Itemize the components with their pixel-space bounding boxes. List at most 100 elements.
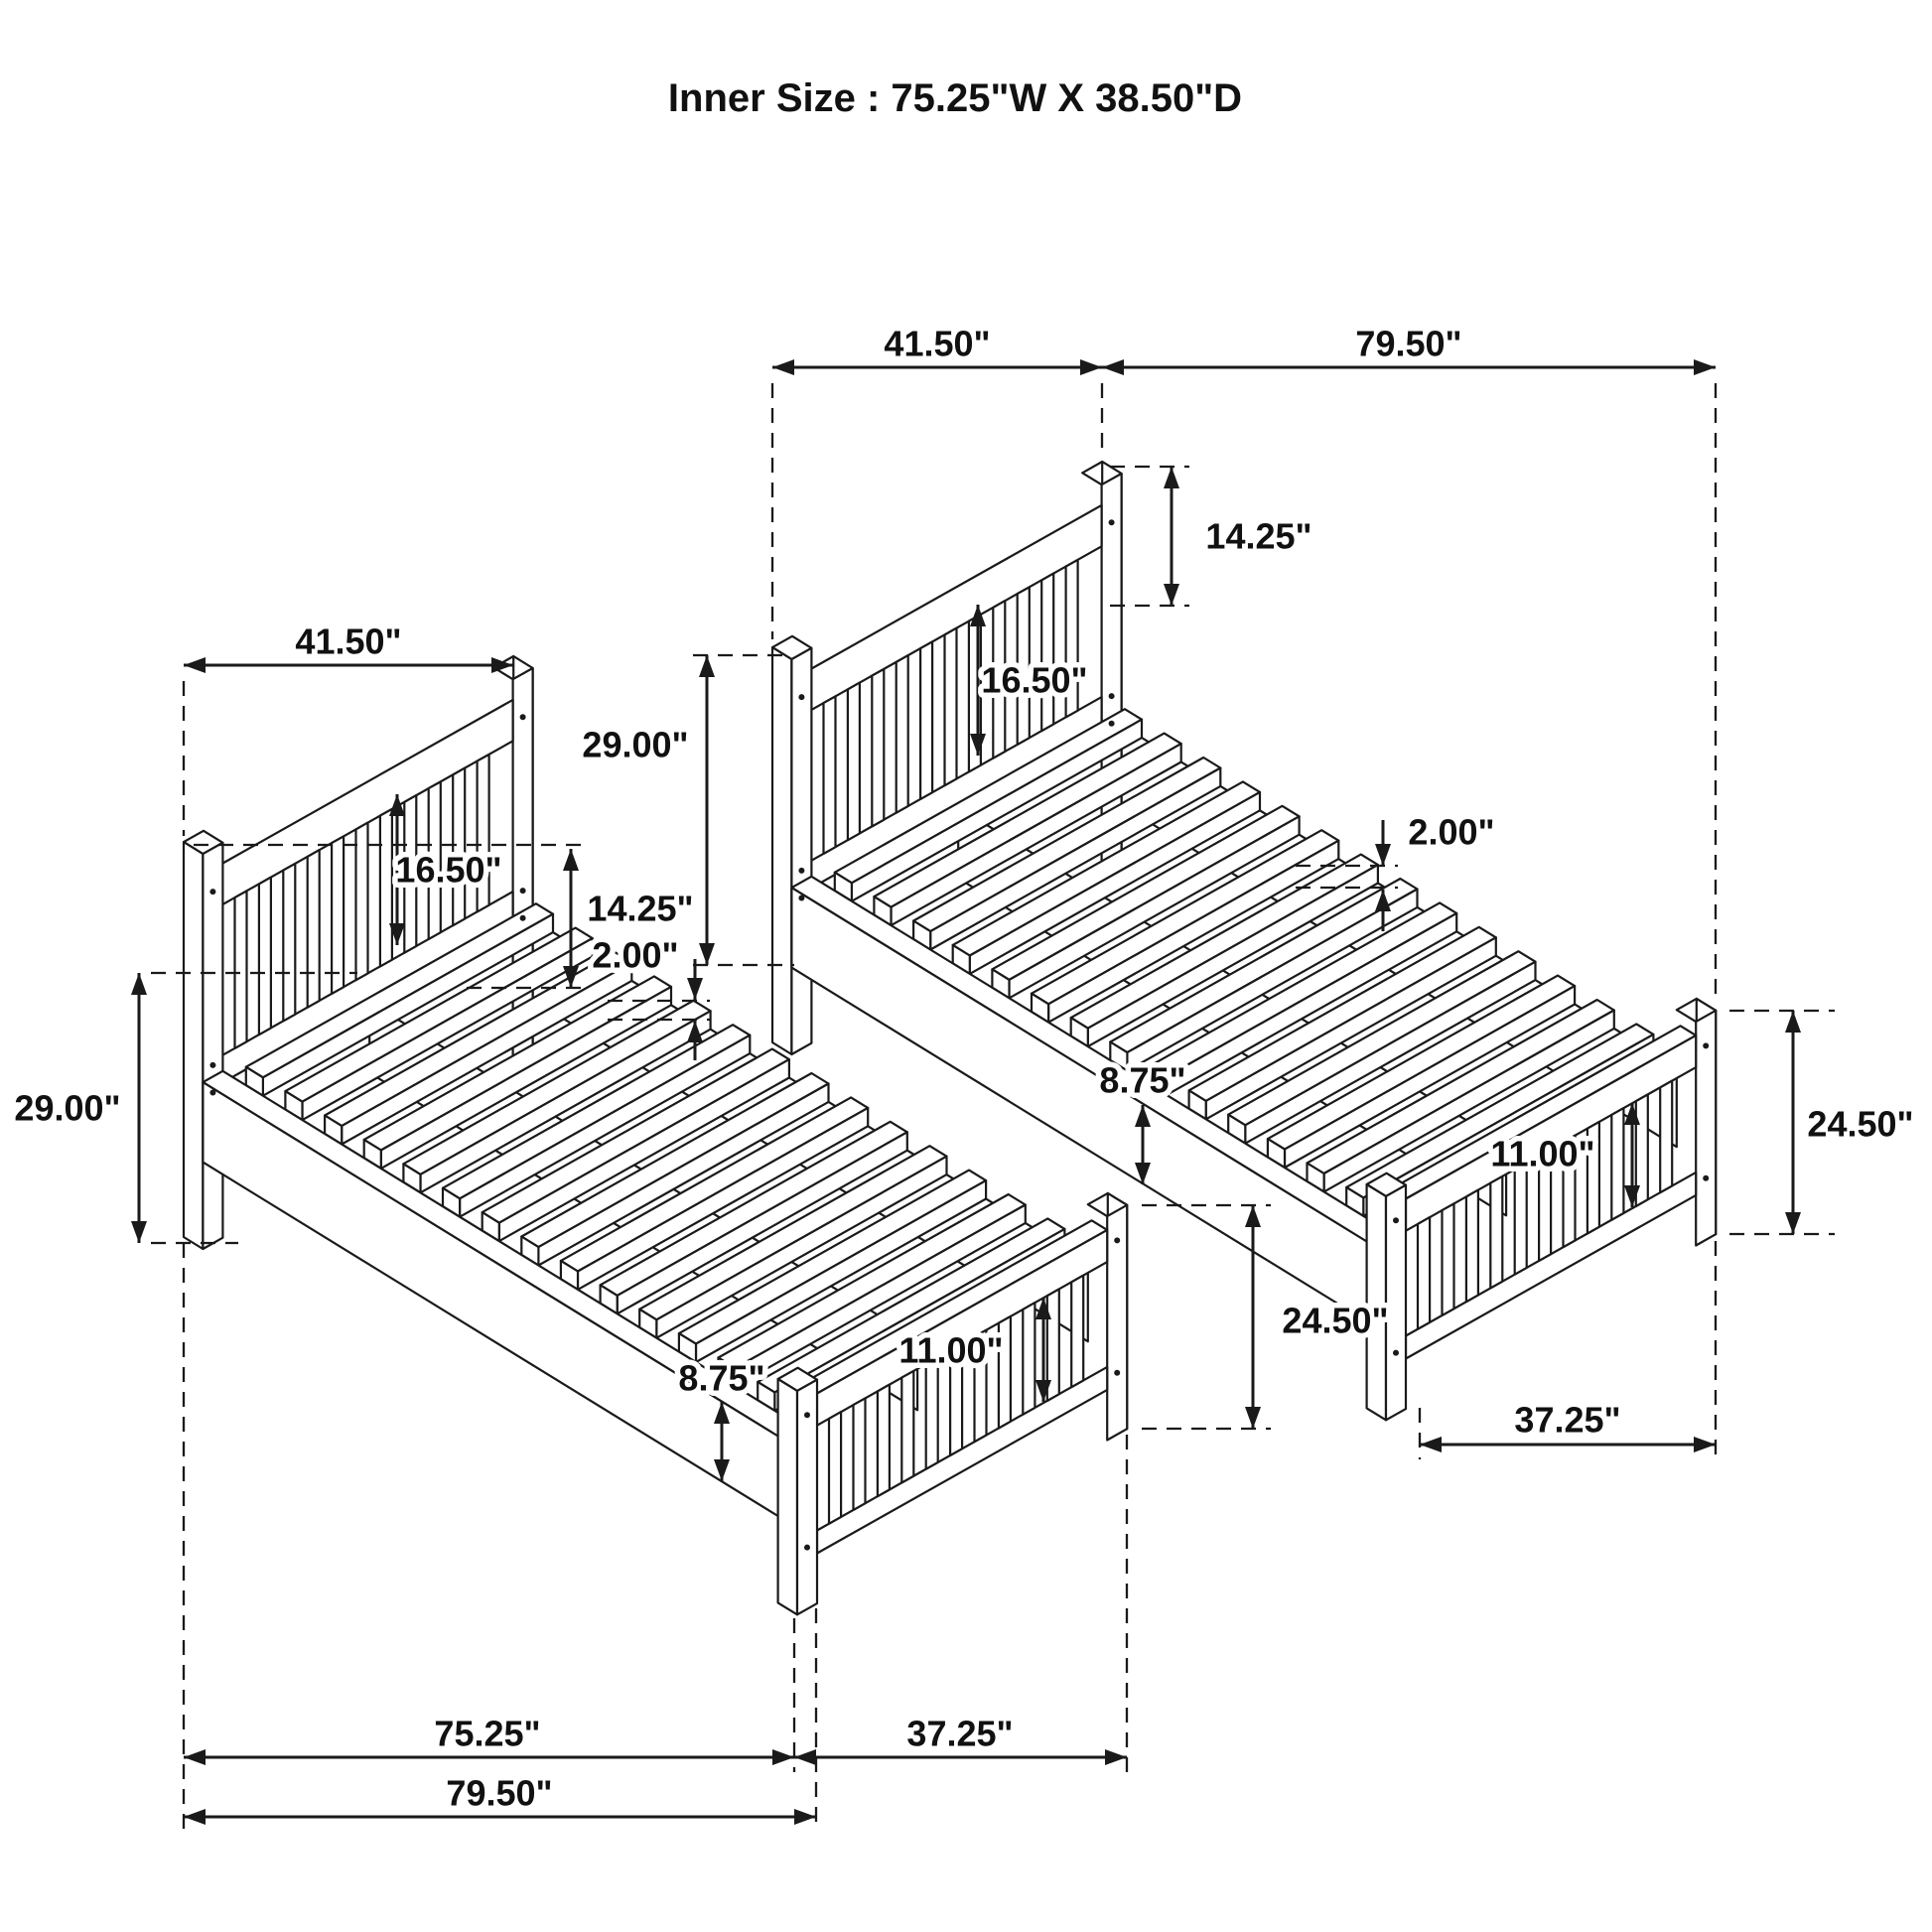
- headboard-near-post-side: [770, 646, 793, 1056]
- headboard-slat: [354, 821, 369, 982]
- headboard-slat: [1016, 586, 1031, 746]
- footboard-slat: [924, 1356, 939, 1470]
- headboard-slat: [476, 753, 490, 913]
- bolt-hole: [519, 888, 526, 895]
- arrowhead: [1105, 1749, 1127, 1765]
- arrowhead: [1102, 359, 1124, 375]
- bolt-hole: [209, 889, 216, 896]
- arrowhead: [389, 794, 405, 816]
- arrowhead: [1135, 1105, 1151, 1127]
- arrowhead: [714, 1459, 730, 1481]
- arrowhead: [1785, 1011, 1801, 1033]
- arrowhead: [1080, 359, 1102, 375]
- bolt-hole: [798, 867, 805, 874]
- footboard-slat: [997, 1314, 1012, 1430]
- arrowhead: [1135, 1163, 1151, 1184]
- footboard-slat: [1562, 1134, 1577, 1249]
- headboard-slat: [846, 681, 861, 842]
- dim-label: 11.00": [898, 1330, 1003, 1371]
- arrowhead: [184, 1809, 206, 1825]
- arrowhead: [184, 657, 206, 673]
- footboard-slat: [1022, 1302, 1036, 1416]
- headboard-slat: [1064, 558, 1079, 719]
- dim-label: 8.75": [678, 1358, 764, 1399]
- dim-label: 29.00": [14, 1088, 120, 1129]
- bolt-hole: [1108, 693, 1115, 700]
- arrowhead: [1035, 1380, 1051, 1402]
- headboard-slat: [871, 667, 886, 828]
- footboard-near-post-side: [776, 1377, 799, 1616]
- arrowhead: [687, 978, 703, 1000]
- arrowhead: [1624, 1185, 1640, 1207]
- dim-label: 8.75": [1099, 1060, 1185, 1101]
- footboard-near-post-front: [795, 1378, 819, 1616]
- arrowhead: [1375, 844, 1391, 866]
- footboard-slat: [900, 1369, 915, 1484]
- arrowhead: [131, 973, 147, 995]
- footboard-slat: [1659, 1079, 1674, 1194]
- bolt-hole: [1108, 720, 1115, 727]
- arrowhead: [1420, 1437, 1442, 1452]
- headboard-slat: [233, 890, 248, 1049]
- arrowhead: [1164, 467, 1179, 488]
- headboard-near-post-side: [182, 841, 205, 1251]
- bolt-hole: [798, 895, 805, 901]
- bolt-hole: [1108, 519, 1115, 526]
- beds: [182, 460, 1718, 1616]
- arrowhead: [1624, 1103, 1640, 1125]
- dim-label: 37.25": [906, 1714, 1013, 1754]
- headboard-slat: [282, 862, 297, 1023]
- bed-top: [770, 460, 1718, 1422]
- footboard-slat: [1489, 1174, 1504, 1290]
- arrowhead: [1694, 1437, 1716, 1452]
- dim-label: 16.50": [395, 850, 501, 891]
- dim-label: 29.00": [582, 725, 688, 765]
- footboard-near-post-front: [1384, 1183, 1408, 1422]
- footboard-far-post-front: [1695, 1009, 1718, 1247]
- dim-label: 2.00": [1408, 812, 1494, 853]
- bolt-hole: [1703, 1042, 1710, 1049]
- arrowhead: [699, 943, 715, 965]
- footboard-slat: [876, 1383, 891, 1498]
- dim-label: 24.50": [1807, 1104, 1913, 1145]
- bolt-hole: [519, 714, 526, 721]
- headboard-near-post-front: [790, 646, 813, 1056]
- footboard-slat: [1586, 1120, 1600, 1235]
- dim-label: 24.50": [1282, 1301, 1388, 1341]
- arrowhead: [563, 849, 579, 871]
- bolt-hole: [1114, 1369, 1121, 1376]
- footboard-slat: [949, 1342, 964, 1456]
- footboard-slat: [1513, 1162, 1528, 1276]
- arrowhead: [1035, 1298, 1051, 1319]
- dimensions: 41.50" 79.50" 14.25" 16.50" 29.00" 2.00" 24.50…: [9, 318, 1919, 1832]
- bolt-hole: [209, 1061, 216, 1068]
- arrowhead: [687, 1021, 703, 1042]
- headboard-slat: [1040, 572, 1055, 733]
- footboard-slat: [1538, 1148, 1553, 1262]
- dim-label: 14.25": [1205, 516, 1311, 557]
- headboard-slat: [822, 695, 837, 855]
- dim-label: 41.50": [884, 324, 990, 364]
- headboard-slat: [403, 794, 418, 954]
- arrowhead: [794, 1749, 816, 1765]
- arrowhead: [1245, 1407, 1261, 1429]
- headboard-slat: [257, 876, 272, 1036]
- arrowhead: [714, 1402, 730, 1424]
- bolt-hole: [804, 1412, 810, 1419]
- arrowhead: [491, 657, 513, 673]
- dim-label: 75.25": [434, 1714, 540, 1754]
- footboard-slat: [1610, 1107, 1625, 1221]
- dim-label: 79.50": [1355, 324, 1461, 364]
- dim-label: 16.50": [981, 660, 1087, 701]
- headboard-near-post-front: [202, 841, 224, 1251]
- arrowhead: [1245, 1205, 1261, 1227]
- bolt-hole: [209, 1089, 216, 1096]
- headboard-slat: [306, 849, 321, 1009]
- footboard-slat: [827, 1411, 843, 1525]
- arrowhead: [389, 923, 405, 945]
- footboard-slat: [1441, 1202, 1455, 1316]
- footboard-slat: [1070, 1274, 1085, 1389]
- bolt-hole: [798, 694, 805, 701]
- headboard-slat: [331, 835, 345, 995]
